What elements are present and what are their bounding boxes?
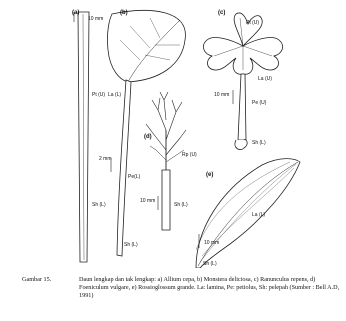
c-pt-label: Pt (U): [246, 20, 259, 26]
a-scale-label: 10 mm: [88, 16, 103, 22]
foeniculum-leaf: [146, 92, 186, 230]
e-la-label: La (L): [252, 212, 265, 218]
b-sh-label: Sh (L): [124, 242, 138, 248]
b-pe-label: Pe(L): [128, 174, 141, 180]
panel-d-label: (d): [144, 134, 152, 140]
a-sh-label: Sh (L): [92, 202, 106, 208]
c-sh-label: Sh (L): [252, 140, 266, 146]
d-scale-label: 10 mm: [140, 198, 155, 204]
panel-e-label: (e): [206, 172, 213, 178]
a-pt-label: Pt (U): [92, 92, 105, 98]
allium-leaf: [74, 12, 89, 262]
panel-c-label: (c): [218, 10, 225, 16]
b-scale-label: 2 mm: [99, 156, 112, 162]
leaf-illustration: (a) (b) (c) (d) (e) 10 mm Pt (U) Sh (L) …: [0, 0, 346, 268]
d-rp-label: Rp (U): [182, 152, 197, 158]
b-la-label: La (L): [108, 92, 121, 98]
caption-label: Gambar 15.: [22, 276, 51, 284]
d-sh-label: Sh (L): [174, 202, 188, 208]
panel-b-label: (b): [120, 10, 128, 16]
caption-text: Daun lengkap dan tak lengkap: a) Allium …: [79, 276, 341, 300]
e-scale-label: 10 mm: [204, 240, 219, 246]
c-la-label: La (U): [258, 76, 272, 82]
c-pe-label: Pe (U): [252, 100, 267, 106]
e-sh-label: Sh (L): [203, 261, 217, 267]
c-scale-label: 10 mm: [214, 92, 229, 98]
panel-a-label: (a): [72, 10, 79, 16]
